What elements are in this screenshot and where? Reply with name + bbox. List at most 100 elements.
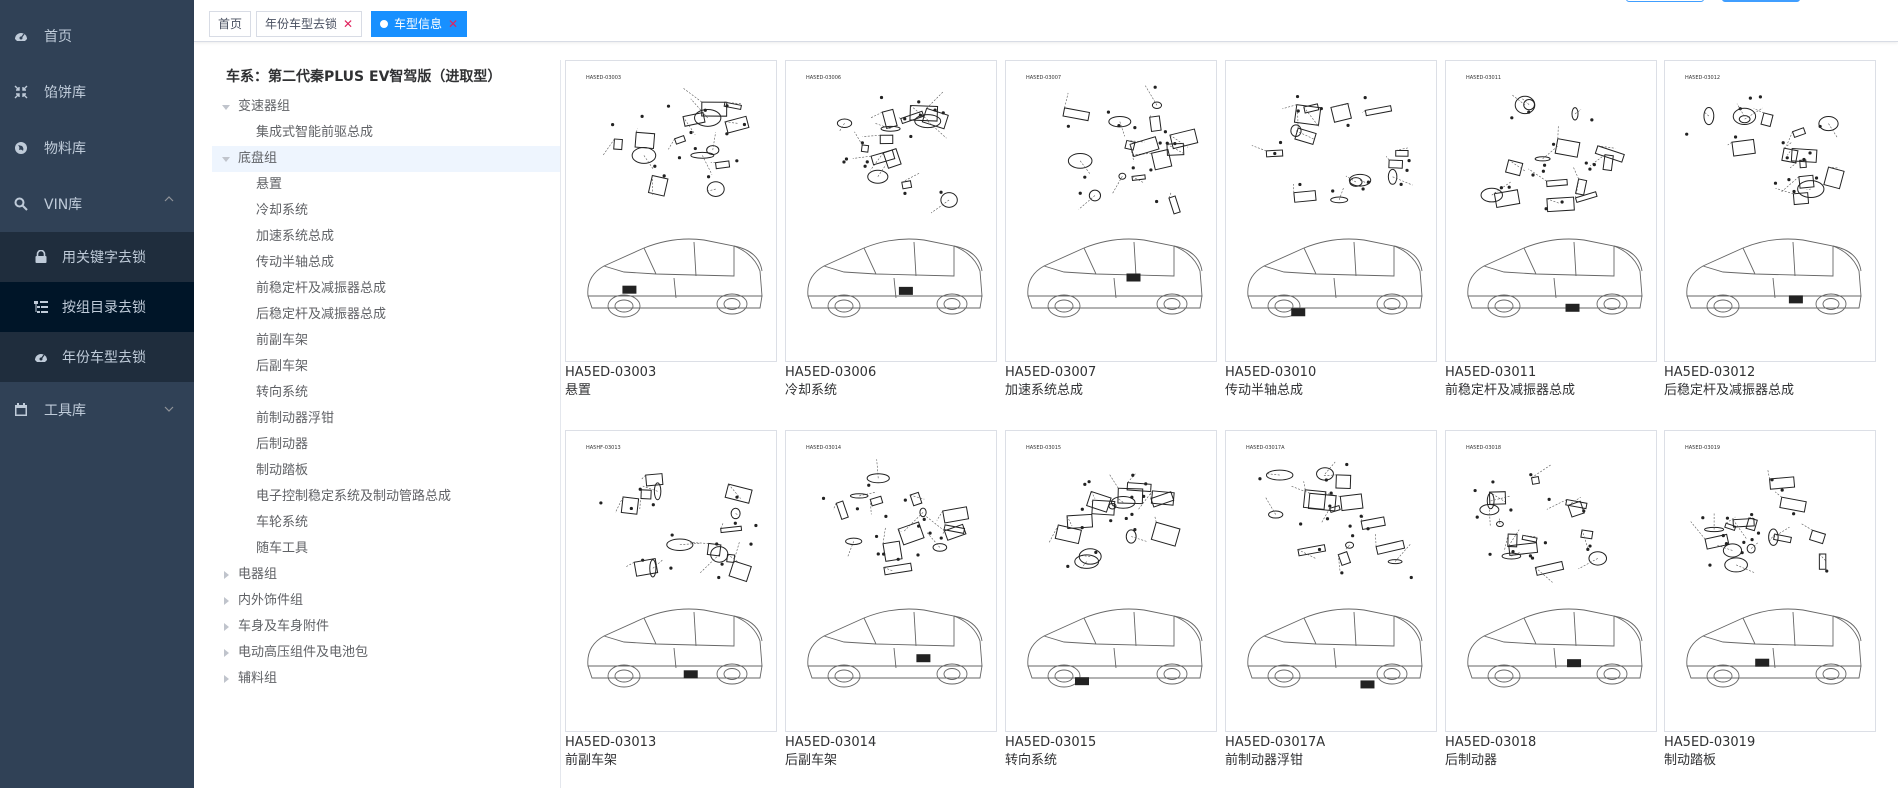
tree-node-leaf[interactable]: 车轮系统	[212, 510, 560, 536]
diagram-code: HA5ED-03006	[785, 365, 877, 380]
tree-node-group[interactable]: 电动高压组件及电池包	[212, 640, 560, 666]
tree-node-leaf[interactable]: 冷却系统	[212, 198, 560, 224]
globe-icon	[14, 141, 28, 155]
diagram-thumbnail[interactable]	[1225, 60, 1437, 362]
diagram-code: HA5ED-03012	[1664, 365, 1756, 380]
tree-node-leaf[interactable]: 制动踏板	[212, 458, 560, 484]
tree-list-icon	[34, 300, 48, 314]
diagram-thumbnail[interactable]: HA5ED-03012	[1664, 60, 1876, 362]
sub-item-label: 用关键字去锁	[62, 250, 146, 266]
diagram-card[interactable]: HA5ED-03015 HA5ED-03015 转向系统	[1005, 430, 1217, 770]
nav-label: 工具库	[44, 403, 86, 419]
diagram-ref-label: HA5ED-03018	[1466, 445, 1502, 451]
tree-node-label: 前制动器浮钳	[256, 411, 335, 426]
tree-node-leaf[interactable]: 后稳定杆及减振器总成	[212, 302, 560, 328]
diagram-card[interactable]: HA5ED-03007 HA5ED-03007 加速系统总成	[1005, 60, 1217, 400]
diagram-card[interactable]: HA5ED-03014 HA5ED-03014 后副车架	[785, 430, 997, 770]
diagram-ref-label: HA5HF-03013	[586, 445, 621, 451]
tree-node-leaf[interactable]: 前制动器浮钳	[212, 406, 560, 432]
diagram-code: HA5ED-03017A	[1225, 735, 1326, 750]
sidebar: 首页 馅饼库 物料库 VIN库 用关键字去锁 按组目录去锁	[0, 0, 194, 788]
close-icon[interactable]: ✕	[448, 17, 459, 31]
nav-item-pie-library[interactable]: 馅饼库	[0, 64, 194, 120]
tree-node-label: 前稳定杆及减振器总成	[256, 281, 387, 296]
tree-node-leaf[interactable]: 加速系统总成	[212, 224, 560, 250]
diagram-card[interactable]: HA5ED-03010 传动半轴总成	[1225, 60, 1437, 400]
caret-right-icon[interactable]	[222, 666, 230, 692]
caret-right-icon[interactable]	[222, 640, 230, 666]
tab-vehicle-info[interactable]: 车型信息✕	[371, 11, 468, 37]
nav-label: 物料库	[44, 141, 86, 157]
nav-item-vin-library[interactable]: VIN库	[0, 176, 194, 232]
tree-node-leaf[interactable]: 电子控制稳定系统及制动管路总成	[212, 484, 560, 510]
active-dot-icon	[380, 20, 388, 28]
tree-node-label: 电器组	[238, 567, 278, 582]
diagram-thumbnail[interactable]: HA5ED-03007	[1005, 60, 1217, 362]
caret-right-icon[interactable]	[222, 562, 230, 588]
close-icon[interactable]: ✕	[343, 17, 354, 31]
diagram-thumbnail[interactable]: HA5ED-03003	[565, 60, 777, 362]
diagram-thumbnail[interactable]: HA5ED-03011	[1445, 60, 1657, 362]
tree-node-label: 变速器组	[238, 99, 291, 114]
caret-right-icon[interactable]	[222, 614, 230, 640]
tree-node-leaf[interactable]: 转向系统	[212, 380, 560, 406]
diagram-thumbnail[interactable]: HA5ED-03015	[1005, 430, 1217, 732]
diagram-card[interactable]: HA5ED-03006 HA5ED-03006 冷却系统	[785, 60, 997, 400]
caret-down-icon[interactable]	[222, 146, 230, 172]
diagram-ref-label: HA5ED-03019	[1685, 445, 1721, 451]
caret-right-icon[interactable]	[222, 588, 230, 614]
diagram-card[interactable]: HA5ED-03017A HA5ED-03017A 前制动器浮钳	[1225, 430, 1437, 770]
tree-node-group[interactable]: 电器组	[212, 562, 560, 588]
nav-item-tool-library[interactable]: 工具库	[0, 382, 194, 438]
diagram-card[interactable]: HA5HF-03013 HA5ED-03013 前副车架	[565, 430, 777, 770]
tree-node-leaf[interactable]: 随车工具	[212, 536, 560, 562]
tree-node-leaf[interactable]: 传动半轴总成	[212, 250, 560, 276]
diagram-ref-label: HA5ED-03015	[1026, 445, 1062, 451]
tree-node-leaf[interactable]: 前副车架	[212, 328, 560, 354]
caret-down-icon[interactable]	[222, 94, 230, 120]
tree-node-leaf[interactable]: 悬置	[212, 172, 560, 198]
tree-node-leaf[interactable]: 前稳定杆及减振器总成	[212, 276, 560, 302]
tree-node-leaf[interactable]: 后副车架	[212, 354, 560, 380]
tab-home[interactable]: 首页	[209, 11, 252, 37]
diagram-code: HA5ED-03011	[1445, 365, 1537, 380]
diagram-card[interactable]: HA5ED-03011 HA5ED-03011 前稳定杆及减振器总成	[1445, 60, 1657, 400]
diagram-card[interactable]: HA5ED-03018 HA5ED-03018 后制动器	[1445, 430, 1657, 770]
tree-node-group[interactable]: 内外饰件组	[212, 588, 560, 614]
diagram-drawing	[1467, 464, 1643, 688]
tree-node-leaf[interactable]: 后制动器	[212, 432, 560, 458]
sub-item-keyword-unlock[interactable]: 用关键字去锁	[0, 232, 194, 282]
tree-node-group[interactable]: 辅料组	[212, 666, 560, 692]
sub-item-group-unlock[interactable]: 按组目录去锁	[0, 282, 194, 332]
header-button[interactable]	[1626, 0, 1704, 2]
diagram-ref-label: HA5ED-03007	[1026, 75, 1062, 81]
tree-node-label: 电子控制稳定系统及制动管路总成	[256, 489, 452, 504]
diagram-thumbnail[interactable]: HA5ED-03017A	[1225, 430, 1437, 732]
diagram-card[interactable]: HA5ED-03019 HA5ED-03019 制动踏板	[1664, 430, 1876, 770]
diagram-code: HA5ED-03018	[1445, 735, 1537, 750]
diagram-name: 冷却系统	[785, 383, 838, 398]
tree-node-group[interactable]: 底盘组	[212, 146, 560, 172]
diagram-code: HA5ED-03003	[565, 365, 657, 380]
tree-node-group[interactable]: 车身及车身附件	[212, 614, 560, 640]
nav-item-home[interactable]: 首页	[0, 8, 194, 64]
dashboard-icon	[14, 29, 28, 43]
diagram-thumbnail[interactable]: HA5ED-03018	[1445, 430, 1657, 732]
tree-node-group[interactable]: 变速器组	[212, 94, 560, 120]
diagram-drawing	[807, 91, 983, 318]
diagram-name: 前稳定杆及减振器总成	[1445, 383, 1576, 398]
diagram-thumbnail[interactable]: HA5ED-03019	[1664, 430, 1876, 732]
category-tree: 变速器组集成式智能前驱总成底盘组悬置冷却系统加速系统总成传动半轴总成前稳定杆及减…	[212, 94, 560, 692]
nav-item-material-library[interactable]: 物料库	[0, 120, 194, 176]
header-button-primary[interactable]	[1722, 0, 1800, 2]
diagram-card[interactable]: HA5ED-03003 HA5ED-03003 悬置	[565, 60, 777, 400]
diagram-thumbnail[interactable]: HA5HF-03013	[565, 430, 777, 732]
diagram-thumbnail[interactable]: HA5ED-03006	[785, 60, 997, 362]
sub-item-year-model-unlock[interactable]: 年份车型去锁	[0, 332, 194, 382]
diagram-thumbnail[interactable]: HA5ED-03014	[785, 430, 997, 732]
diagram-ref-label: HA5ED-03011	[1466, 75, 1502, 81]
tree-node-label: 后稳定杆及减振器总成	[256, 307, 387, 322]
tree-node-leaf[interactable]: 集成式智能前驱总成	[212, 120, 560, 146]
diagram-card[interactable]: HA5ED-03012 HA5ED-03012 后稳定杆及减振器总成	[1664, 60, 1876, 400]
tab-year-model-unlock[interactable]: 年份车型去锁✕	[256, 11, 363, 37]
